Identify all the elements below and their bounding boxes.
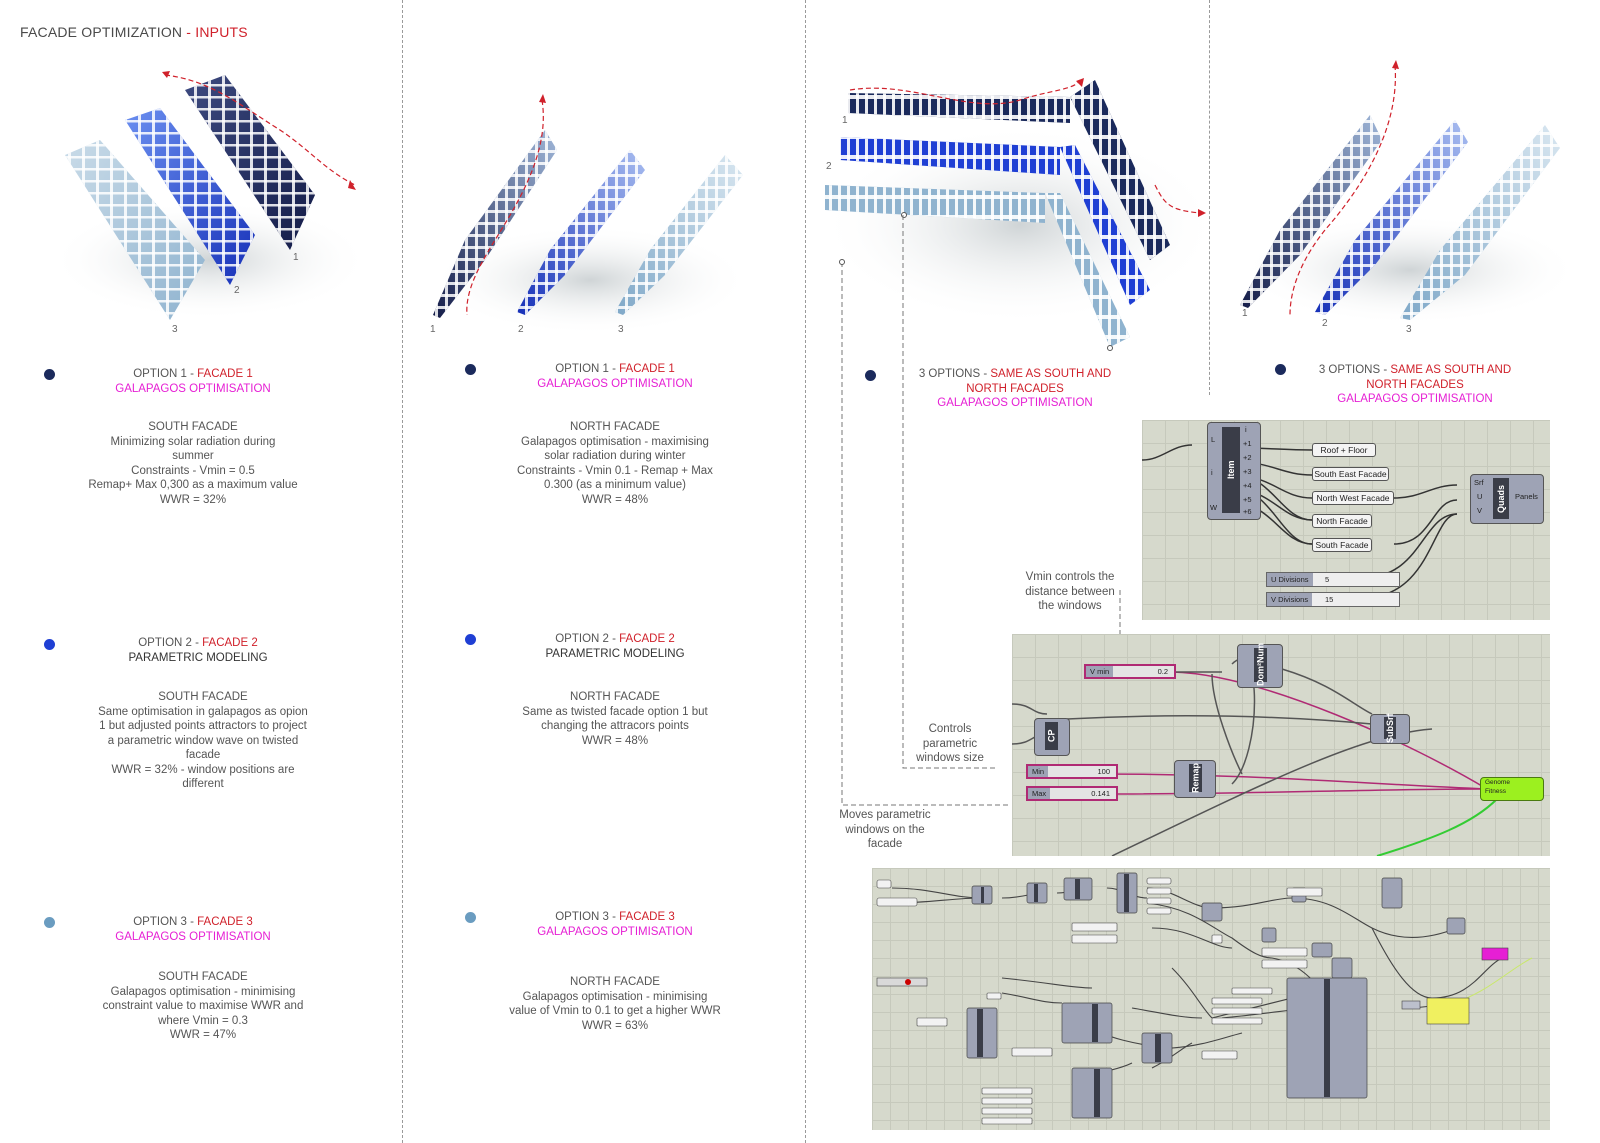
- option-bullet-dark-blue: [865, 370, 876, 381]
- facade-number-label: 3: [618, 324, 624, 335]
- u-divisions-slider[interactable]: U Divisions 5: [1266, 572, 1400, 587]
- page-title: FACADE OPTIMIZATION - INPUTS: [20, 24, 248, 40]
- min-slider[interactable]: Min 100: [1026, 764, 1118, 779]
- gh-tag-north-west[interactable]: North West Facade: [1312, 491, 1394, 505]
- col1-option2-description: SOUTH FACADE Same optimisation in galapa…: [98, 691, 308, 790]
- gh-subsrf-component[interactable]: SubSrf: [1370, 713, 1410, 744]
- col1-option1-heading: OPTION 1 - FACADE 1 GALAPAGOS OPTIMISATI…: [115, 368, 271, 395]
- option-bullet-light-blue: [44, 917, 55, 928]
- col1-option3-description: SOUTH FACADE Galapagos optimisation - mi…: [102, 971, 304, 1041]
- gh-dom-num-component[interactable]: Dom²Num: [1237, 644, 1283, 688]
- gh-remap-component[interactable]: Remap: [1174, 760, 1216, 798]
- note-moves: Moves parametric windows on the facade: [839, 809, 931, 850]
- facade-number-label: 2: [1322, 318, 1328, 329]
- v-divisions-slider[interactable]: V Divisions 15: [1266, 592, 1400, 607]
- gh-tag-roof-floor[interactable]: Roof + Floor: [1312, 443, 1376, 457]
- facade-number-label: 2: [518, 324, 524, 335]
- gh-quads-component[interactable]: Quads Srf U V Panels: [1470, 474, 1544, 524]
- option-bullet-mid-blue: [44, 639, 55, 650]
- column-divider: [402, 0, 403, 1143]
- grasshopper-definition-panel-2[interactable]: V min 0.2 Min 100 Max 0.141 CP Remap Dom…: [1012, 634, 1550, 856]
- col2-option2-heading: OPTION 2 - FACADE 2 PARAMETRIC MODELING: [545, 633, 685, 660]
- option-bullet-dark-blue: [465, 364, 476, 375]
- col2-option3-heading: OPTION 3 - FACADE 3 GALAPAGOS OPTIMISATI…: [537, 911, 693, 938]
- gh-tag-north-facade[interactable]: North Facade: [1312, 514, 1372, 528]
- facade-number-label: 3: [1406, 324, 1412, 335]
- note-vmin: Vmin controls the distance between the w…: [1025, 571, 1115, 612]
- l-shaped-facade-illustration: 1 2 3: [820, 78, 1220, 351]
- option-bullet-light-blue: [465, 912, 476, 923]
- gh-cp-component[interactable]: CP: [1034, 718, 1070, 756]
- option-bullet-dark-blue: [1275, 364, 1286, 375]
- facade-number-label: 1: [293, 252, 299, 263]
- col4-heading: 3 OPTIONS - SAME AS SOUTH AND NORTH FACA…: [1318, 364, 1512, 405]
- gh-item-component[interactable]: Item L i W i +1 +2 +3 +4 +5 +6: [1207, 422, 1261, 520]
- gh-tag-south-east[interactable]: South East Facade: [1312, 467, 1389, 481]
- col2-option2-description: NORTH FACADE Same as twisted facade opti…: [522, 691, 708, 747]
- galapagos-genome-fitness[interactable]: Genome Fitness: [1480, 777, 1544, 801]
- col2-option3-description: NORTH FACADE Galapagos optimisation - mi…: [509, 976, 721, 1032]
- twisted-facade-south-illustration: 1 2 3: [50, 71, 370, 335]
- col1-option3-heading: OPTION 3 - FACADE 3 GALAPAGOS OPTIMISATI…: [115, 916, 271, 943]
- gh-tag-south-facade[interactable]: South Facade: [1312, 538, 1372, 552]
- facade-number-label: 1: [1242, 308, 1248, 319]
- option-bullet-dark-blue: [44, 369, 55, 380]
- facade-number-label: 1: [842, 115, 848, 126]
- col3-heading: 3 OPTIONS - SAME AS SOUTH AND NORTH FACA…: [918, 368, 1112, 409]
- col2-option1-heading: OPTION 1 - FACADE 1 GALAPAGOS OPTIMISATI…: [537, 363, 693, 390]
- gh3-wires: [876, 872, 1533, 1125]
- col2-option1-description: NORTH FACADE Galapagos optimisation - ma…: [517, 421, 713, 506]
- vmin-slider[interactable]: V min 0.2: [1084, 664, 1176, 679]
- facade-number-label: 3: [172, 324, 178, 335]
- max-slider[interactable]: Max 0.141: [1026, 786, 1118, 801]
- grasshopper-definition-overview[interactable]: [872, 868, 1550, 1130]
- option-bullet-mid-blue: [465, 634, 476, 645]
- grasshopper-definition-panel-1[interactable]: Item L i W i +1 +2 +3 +4 +5 +6 Roof + Fl…: [1142, 420, 1550, 620]
- twisted-facade-north-illustration: 1 2 3: [430, 94, 750, 335]
- facade-number-label: 2: [826, 161, 832, 172]
- facade-number-label: 1: [430, 324, 436, 335]
- twisted-facade-alt-illustration: 1 2 3: [1240, 60, 1580, 335]
- note-controls: Controls parametric windows size: [916, 723, 984, 764]
- column-divider: [805, 0, 806, 1143]
- col1-option2-heading: OPTION 2 - FACADE 2 PARAMETRIC MODELING: [128, 637, 268, 664]
- leader-lines: [839, 215, 1121, 806]
- col1-option1-description: SOUTH FACADE Minimizing solar radiation …: [88, 421, 298, 506]
- facade-number-label: 2: [234, 285, 240, 296]
